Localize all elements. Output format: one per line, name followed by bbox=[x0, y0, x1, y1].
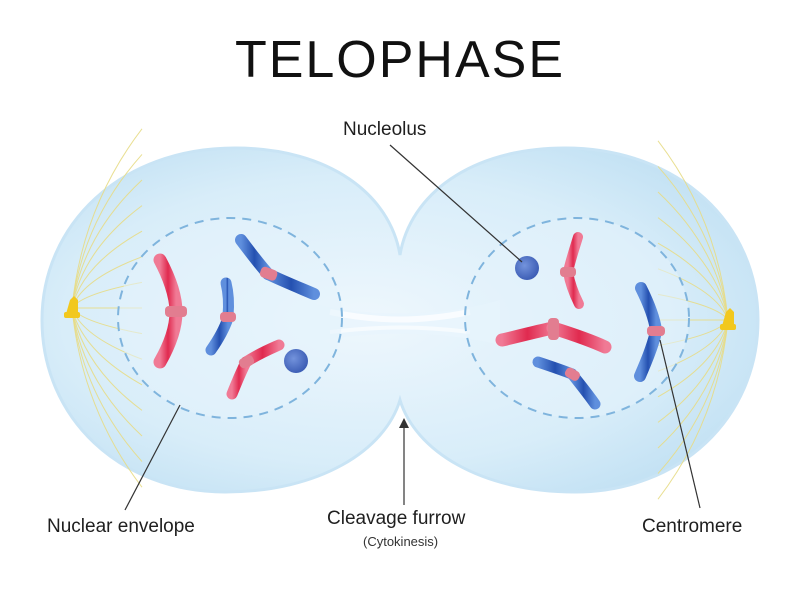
spindle-fiber bbox=[657, 217, 729, 321]
spindle-fiber bbox=[657, 242, 729, 321]
label-cleavage-furrow: Cleavage furrow bbox=[327, 508, 466, 529]
spindle-fiber bbox=[71, 205, 143, 309]
spindle-fiber bbox=[657, 319, 729, 423]
chromosome bbox=[532, 356, 601, 410]
centromere bbox=[238, 355, 255, 369]
diagram-title: TELOPHASE bbox=[234, 31, 566, 89]
label-cytokinesis: (Cytokinesis) bbox=[363, 534, 439, 549]
spindle-fiber bbox=[71, 179, 143, 309]
chromosome bbox=[495, 318, 612, 354]
spindle-fiber bbox=[657, 319, 729, 500]
chromosome bbox=[235, 234, 320, 300]
centrosome-right bbox=[720, 308, 736, 330]
leader-lines bbox=[124, 144, 701, 511]
centromere bbox=[220, 312, 236, 322]
spindle-fiber bbox=[657, 191, 729, 321]
chromosome bbox=[226, 339, 285, 400]
spindle-fiber bbox=[71, 307, 143, 437]
cleavage-furrow-arrowhead bbox=[399, 418, 409, 428]
label-nucleolus: Nucleolus bbox=[343, 119, 427, 140]
nuclear-envelope-leader bbox=[124, 404, 181, 511]
centromere bbox=[564, 367, 580, 381]
spindle-fiber bbox=[657, 166, 729, 321]
chromosome bbox=[205, 277, 236, 356]
label-centromere: Centromere bbox=[642, 516, 743, 537]
label-nuclear-envelope: Nuclear envelope bbox=[47, 516, 195, 537]
nucleolus-right bbox=[515, 256, 539, 280]
centromere-leader bbox=[659, 339, 701, 509]
centromere bbox=[259, 266, 278, 281]
centromere bbox=[165, 306, 187, 317]
spindle-fiber bbox=[657, 319, 729, 449]
spindle-fiber bbox=[71, 307, 143, 462]
centromere bbox=[647, 326, 665, 336]
chromosome bbox=[634, 282, 665, 382]
chromosome bbox=[153, 253, 187, 369]
spindle-fiber bbox=[71, 307, 143, 411]
centrosome-left bbox=[64, 296, 80, 318]
centromere bbox=[560, 267, 576, 277]
spindle-fiber bbox=[71, 307, 143, 488]
spindle-fiber bbox=[657, 319, 729, 474]
chromosomes-right bbox=[495, 232, 665, 410]
spindle-fiber bbox=[71, 128, 143, 309]
centromere bbox=[548, 318, 559, 340]
spindle-fiber bbox=[71, 154, 143, 309]
nucleolus-leader bbox=[389, 144, 523, 263]
nucleolus-left bbox=[284, 349, 308, 373]
chromosome bbox=[560, 232, 584, 309]
spindle-fiber bbox=[657, 140, 729, 321]
chromosomes-left bbox=[153, 234, 320, 400]
